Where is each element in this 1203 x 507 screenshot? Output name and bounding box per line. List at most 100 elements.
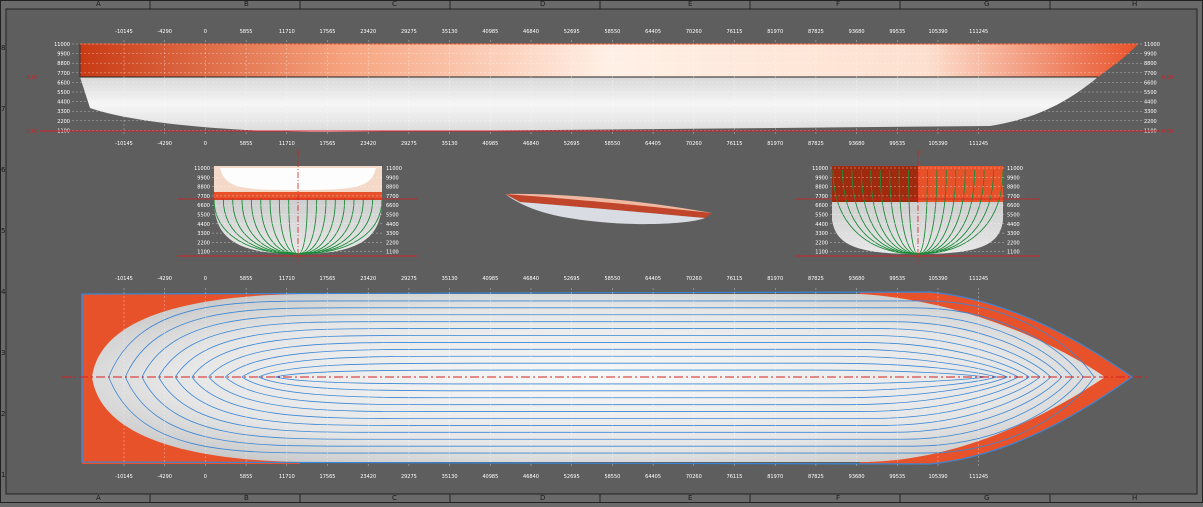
station-label-profile-top-14: 70260 [686,29,702,35]
body-plan-left-wl-label-right-2: 8800 [386,185,399,191]
station-label-profile-bottom-20: 105390 [928,141,947,147]
station-label-profile-top-7: 29275 [401,29,417,35]
station-label-plan-bottom-4: 11710 [279,474,295,480]
column-letter-g: G [984,0,990,8]
profile-wl-label-right-6: 4400 [1144,100,1157,106]
station-label-plan-bottom-17: 87825 [808,474,824,480]
station-label-profile-top-18: 93680 [849,29,865,35]
plan-wl-upper-9 [141,314,1073,378]
station-label-profile-bottom-17: 87825 [808,141,824,147]
station-label-profile-bottom-10: 46840 [523,141,539,147]
body-plan-left-section-r-9 [297,198,383,255]
station-label-profile-top-21: 111245 [969,29,988,35]
body-plan-left-wl-label-right-8: 2200 [386,240,399,246]
hull-3d-view[interactable] [505,193,712,225]
body-plan-left-wl-label-left-9: 1100 [197,250,210,256]
body-plan-right-wl-label-right-9: 1100 [1007,250,1020,256]
station-label-profile-top-11: 52695 [564,29,580,35]
row-number-8: 8 [1,44,6,52]
body-plan-right-section-r-4 [917,169,957,255]
plan-waterline-curves [108,300,1095,454]
station-label-plan-top-9: 40985 [482,276,498,282]
plan-wl-lower-8 [158,376,1062,433]
station-label-profile-top-16: 81970 [767,29,783,35]
body-plan-left-deck-inner [220,168,376,190]
row-number-3: 3 [1,349,6,357]
column-letter-a: A [96,494,101,502]
station-label-profile-bottom-14: 70260 [686,141,702,147]
station-label-profile-top-6: 23420 [360,29,376,35]
profile-wl-label-right-7: 3300 [1144,109,1157,115]
plan-wl-lower-2 [258,376,997,392]
station-label-plan-top-8: 35130 [442,276,458,282]
body-plan-right-wl-label-right-7: 3300 [1007,231,1020,237]
body-plan-left-wl-label-left-3: 7700 [197,194,210,200]
station-label-profile-bottom-13: 64405 [645,141,661,147]
profile-dwl-label-left: 6.00 [27,75,38,81]
body-plan-right-sections [832,169,1004,255]
plan-wl-upper-4 [225,348,1019,378]
plan-wl-lower-5 [208,376,1030,412]
body-plan-left-wl-label-left-0: 11000 [194,166,210,172]
body-plan-right-wl-label-left-1: 9900 [815,175,828,181]
body-plan-right-section-l-6 [860,169,919,255]
station-label-profile-bottom-8: 35130 [442,141,458,147]
column-letter-e: E [688,0,693,8]
body-plan-right-wl-label-right-2: 8800 [1007,185,1020,191]
station-label-plan-bottom-19: 99535 [889,474,905,480]
station-label-profile-top-17: 87825 [808,29,824,35]
body-plan-right-upper-right [918,166,1003,202]
plan-outline [81,291,1134,465]
body-plan-right-wl-label-left-3: 7700 [815,194,828,200]
body-plan-left-wl-label-left-6: 4400 [197,222,210,228]
station-label-plan-bottom-8: 35130 [442,474,458,480]
plan-station-grid [123,288,979,468]
profile-wl-label-left-3: 7700 [57,71,70,77]
station-label-profile-top-19: 99535 [889,29,905,35]
profile-topsides [80,44,1138,77]
plan-wl-lower-10 [124,376,1084,447]
profile-wl-label-left-1: 9900 [57,52,70,58]
station-label-plan-top-18: 93680 [849,276,865,282]
plan-wl-lower-3 [241,376,1008,399]
column-letter-d: D [540,0,546,8]
body-plan-right-section-r-2 [917,169,938,255]
station-label-plan-top-3: 5855 [240,276,253,282]
plan-wl-upper-1 [275,369,986,378]
station-label-plan-bottom-9: 40985 [482,474,498,480]
body-plan-right-wl-label-left-4: 6600 [815,203,828,209]
station-label-plan-top-16: 81970 [767,276,783,282]
station-label-plan-bottom-20: 105390 [928,474,947,480]
body-plan-right-wl-label-right-1: 9900 [1007,175,1020,181]
station-label-plan-top-1: -4290 [157,276,172,282]
station-label-plan-top-0: -10145 [115,276,133,282]
plan-wl-lower-11 [108,376,1095,454]
body-plan-right-section-l-9 [832,169,919,255]
station-label-plan-top-7: 29275 [401,276,417,282]
profile-wl-label-right-0: 11000 [1144,42,1160,48]
station-label-plan-bottom-5: 17565 [320,474,336,480]
body-plan-right-wl-label-right-6: 4400 [1007,222,1020,228]
plan-wl-lower-1 [275,376,986,385]
column-letter-h: H [1132,494,1138,502]
plan-view[interactable] [62,288,1150,468]
station-label-profile-top-8: 35130 [442,29,458,35]
station-label-profile-top-4: 11710 [279,29,295,35]
station-label-profile-top-0: -10145 [115,29,133,35]
profile-wl-label-right-8: 2200 [1144,119,1157,125]
body-plan-right-section-r-3 [917,169,947,255]
station-label-profile-top-9: 40985 [482,29,498,35]
station-label-plan-bottom-18: 93680 [849,474,865,480]
body-plan-left-wl-label-left-4: 6600 [197,203,210,209]
station-label-profile-bottom-0: -10145 [115,141,133,147]
body-plan-left-sections [213,198,383,255]
station-label-plan-top-2: 0 [204,276,207,282]
station-label-plan-bottom-2: 0 [204,474,207,480]
station-label-plan-top-13: 64405 [645,276,661,282]
body-plan-right-section-l-4 [879,169,919,255]
plan-wl-lower-7 [174,376,1052,426]
